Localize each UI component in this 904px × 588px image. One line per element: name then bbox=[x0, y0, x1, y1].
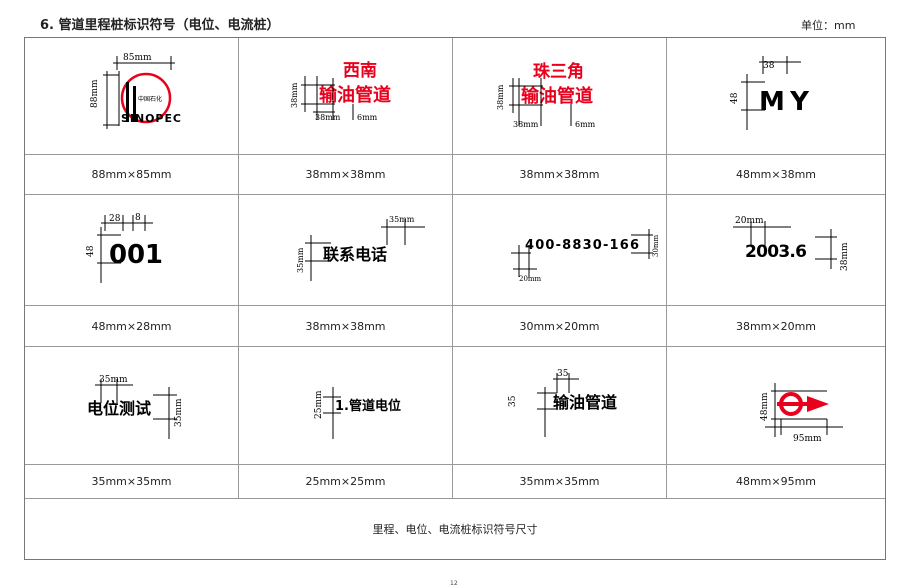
dim-width: 38 bbox=[763, 61, 775, 71]
dim-width: 35mm bbox=[99, 375, 128, 385]
dim-height: 48 bbox=[730, 92, 740, 104]
unit-label: 单位：mm bbox=[801, 19, 856, 32]
size-label: 48mm×38mm bbox=[735, 168, 817, 181]
symbol-text-main: 输油管道 bbox=[521, 85, 593, 107]
symbol-text-main: 电位测试 bbox=[87, 399, 151, 418]
symbol-cell-current-logo: 48mm 95mm bbox=[667, 347, 885, 465]
dim-gap: 6mm bbox=[575, 120, 596, 129]
date-symbol-drawing: 2003.6 20mm 38mm bbox=[733, 216, 850, 271]
dim-height: 35 bbox=[508, 395, 518, 407]
symbol-text-main: 001 bbox=[109, 240, 163, 270]
symbol-cell-sinopec: 85mm 88mm 中国石化 SINOPEC bbox=[25, 38, 239, 155]
caption-cell: 35mm×35mm bbox=[453, 465, 667, 499]
caption-cell: 38mm×38mm bbox=[239, 155, 453, 195]
caption-cell: 25mm×25mm bbox=[239, 465, 453, 499]
symbol-text-main: 2003.6 bbox=[745, 242, 807, 262]
potential-test-symbol-drawing: 电位测试 35mm 35mm bbox=[87, 375, 184, 439]
phone-symbol-drawing: 400-8830-166 30mm 20mm bbox=[511, 229, 660, 283]
symbol-cell-oil-pipeline: 输油管道 35 35 bbox=[453, 347, 667, 465]
symbol-text-main: 联系电话 bbox=[323, 245, 387, 264]
dim-width: 20mm bbox=[519, 275, 542, 283]
symbol-text-main: 输油管道 bbox=[553, 393, 617, 412]
dim-width: 85mm bbox=[123, 53, 152, 63]
page-number: 12 bbox=[450, 580, 458, 587]
symbol-text-top: 珠三角 bbox=[533, 61, 584, 82]
dim-digit-width: 28 bbox=[109, 214, 121, 224]
symbol-cell-my: MY 38 48 bbox=[667, 38, 885, 155]
sinopec-logo-en: SINOPEC bbox=[121, 112, 181, 125]
symbol-cell-potential-test: 电位测试 35mm 35mm bbox=[25, 347, 239, 465]
dim-height: 35mm bbox=[174, 398, 184, 427]
caption-cell: 35mm×35mm bbox=[25, 465, 239, 499]
symbol-text-top: 西南 bbox=[343, 60, 377, 81]
sinopec-symbol-drawing: 85mm 88mm 中国石化 SINOPEC bbox=[90, 53, 181, 129]
dim-height: 25mm bbox=[314, 390, 324, 419]
dim-height: 35mm bbox=[296, 247, 305, 273]
current-logo-symbol-drawing: 48mm 95mm bbox=[760, 383, 843, 444]
dim-height: 38mm bbox=[496, 84, 505, 110]
pipe-potential-symbol-drawing: 1.管道电位 25mm bbox=[314, 387, 401, 439]
size-label: 30mm×20mm bbox=[519, 319, 600, 333]
symbol-cell-xinan: 西南 输油管道 38mm 38mm 6mm bbox=[239, 38, 453, 155]
page-title: 6. 管道里程桩标识符号（电位、电流桩） bbox=[40, 18, 280, 33]
symbol-table: 85mm 88mm 中国石化 SINOPEC 西南 输油管道 38mm 38mm bbox=[24, 37, 886, 560]
symbol-cell-pipe-potential: 1.管道电位 25mm bbox=[239, 347, 453, 465]
dim-width: 38mm bbox=[315, 113, 341, 122]
caption-cell: 38mm×38mm bbox=[239, 306, 453, 347]
size-label: 38mm×38mm bbox=[305, 168, 386, 181]
size-label: 38mm×38mm bbox=[519, 168, 600, 181]
dim-height: 48mm bbox=[760, 392, 770, 421]
sinopec-logo-circle bbox=[120, 72, 172, 124]
symbol-cell-contact: 联系电话 35mm 35mm bbox=[239, 195, 453, 306]
caption-cell: 38mm×20mm bbox=[667, 306, 885, 347]
dim-height: 48 bbox=[86, 245, 96, 257]
size-label: 35mm×35mm bbox=[519, 475, 600, 488]
dim-digit-gap: 8 bbox=[135, 213, 141, 223]
dim-height: 30mm bbox=[652, 234, 660, 257]
symbol-text-main: 400-8830-166 bbox=[525, 238, 639, 253]
symbol-text-main: 1.管道电位 bbox=[335, 398, 401, 414]
caption-cell: 48mm×38mm bbox=[667, 155, 885, 195]
dim-height: 38mm bbox=[290, 82, 299, 108]
size-label: 48mm×95mm bbox=[735, 475, 817, 488]
oil-pipeline-symbol-drawing: 输油管道 35 35 bbox=[508, 369, 617, 437]
dim-width: 35mm bbox=[389, 215, 415, 224]
symbol-text-main: 输油管道 bbox=[319, 84, 391, 106]
my-symbol-drawing: MY 38 48 bbox=[730, 56, 810, 130]
caption-cell: 38mm×38mm bbox=[453, 155, 667, 195]
dim-width: 35 bbox=[557, 369, 569, 379]
caption-cell: 30mm×20mm bbox=[453, 306, 667, 347]
symbol-cell-phone: 400-8830-166 30mm 20mm bbox=[453, 195, 667, 306]
size-label: 48mm×28mm bbox=[91, 319, 172, 333]
table-caption: 里程、电位、电流桩标识符号尺寸 bbox=[372, 523, 538, 536]
size-label: 38mm×20mm bbox=[735, 319, 817, 333]
zhusanjiao-symbol-drawing: 珠三角 输油管道 38mm 38mm 6mm bbox=[496, 61, 596, 129]
caption-cell: 48mm×95mm bbox=[667, 465, 885, 499]
xinan-symbol-drawing: 西南 输油管道 38mm 38mm 6mm bbox=[290, 60, 391, 122]
dim-width: 20mm bbox=[735, 216, 764, 226]
contact-symbol-drawing: 联系电话 35mm 35mm bbox=[296, 215, 425, 281]
dim-height: 38mm bbox=[840, 242, 850, 271]
symbol-text-main: MY bbox=[759, 87, 810, 117]
size-label: 38mm×38mm bbox=[305, 319, 386, 333]
dim-width: 38mm bbox=[513, 120, 539, 129]
dim-gap: 6mm bbox=[357, 113, 378, 122]
symbol-cell-date: 2003.6 20mm 38mm bbox=[667, 195, 885, 306]
symbol-cell-zhusanjiao: 珠三角 输油管道 38mm 38mm 6mm bbox=[453, 38, 667, 155]
symbol-cell-001: 001 28 8 48 bbox=[25, 195, 239, 306]
arrow-right-icon bbox=[807, 396, 829, 412]
dim-height: 88mm bbox=[90, 79, 100, 108]
dim-width: 95mm bbox=[793, 434, 822, 444]
caption-cell: 48mm×28mm bbox=[25, 306, 239, 347]
size-label: 35mm×35mm bbox=[91, 475, 172, 488]
caption-cell: 88mm×85mm bbox=[25, 155, 239, 195]
number-symbol-drawing: 001 28 8 48 bbox=[86, 213, 163, 283]
size-label: 88mm×85mm bbox=[91, 168, 172, 181]
sinopec-logo-cn: 中国石化 bbox=[138, 95, 162, 103]
size-label: 25mm×25mm bbox=[305, 475, 386, 488]
